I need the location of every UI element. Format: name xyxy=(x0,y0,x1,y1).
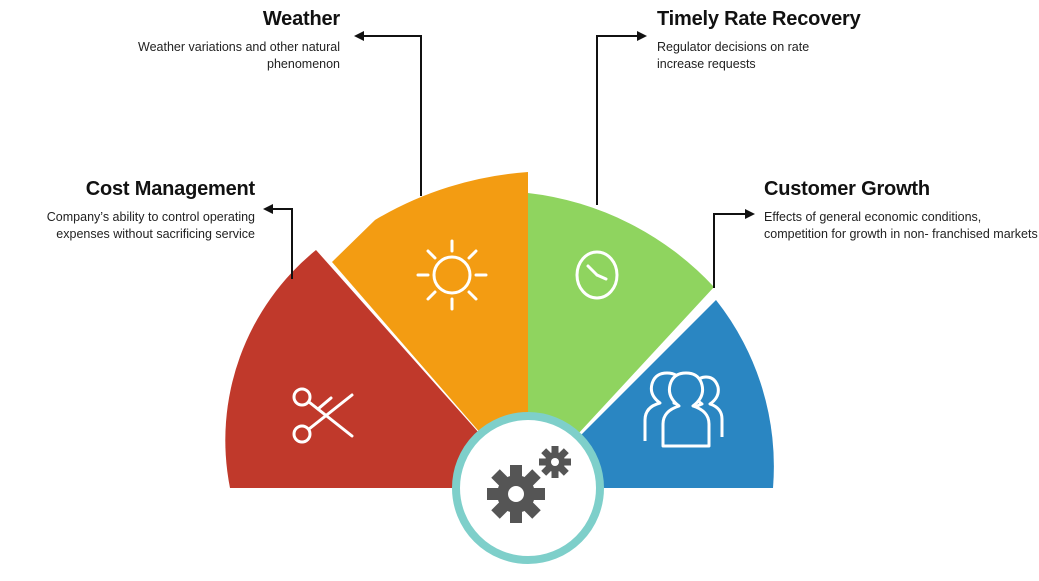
timely-connector-arrow xyxy=(596,31,647,205)
customer-growth-label: Customer Growth Effects of general econo… xyxy=(764,177,1039,243)
timely-rate-recovery-description: Regulator decisions on rate increase req… xyxy=(657,40,810,71)
customer-growth-title: Customer Growth xyxy=(764,178,930,200)
people-icon xyxy=(643,371,724,448)
cost-management-label: Cost Management Company’s ability to con… xyxy=(0,177,255,243)
customer-connector-arrow xyxy=(713,209,755,288)
scissors-icon xyxy=(292,387,354,444)
weather-segment xyxy=(332,172,528,488)
timely-rate-recovery-title: Timely Rate Recovery xyxy=(657,8,861,30)
customer-growth-description: Effects of general economic conditions, … xyxy=(764,210,1038,241)
weather-connector-arrow xyxy=(354,31,422,196)
cost-management-description: Company’s ability to control operating e… xyxy=(46,210,255,241)
weather-description: Weather variations and other natural phe… xyxy=(138,40,340,71)
cost-connector-arrow xyxy=(263,204,293,279)
timely-rate-recovery-segment xyxy=(528,193,714,488)
sun-icon xyxy=(416,239,488,311)
cost-management-segment xyxy=(225,250,528,488)
gears-icon xyxy=(487,446,571,523)
cost-management-title: Cost Management xyxy=(85,178,255,200)
timely-rate-recovery-label: Timely Rate Recovery Regulator decisions… xyxy=(657,7,917,73)
weather-label: Weather Weather variations and other nat… xyxy=(90,7,340,73)
clock-icon xyxy=(575,250,619,300)
weather-title: Weather xyxy=(262,8,340,30)
